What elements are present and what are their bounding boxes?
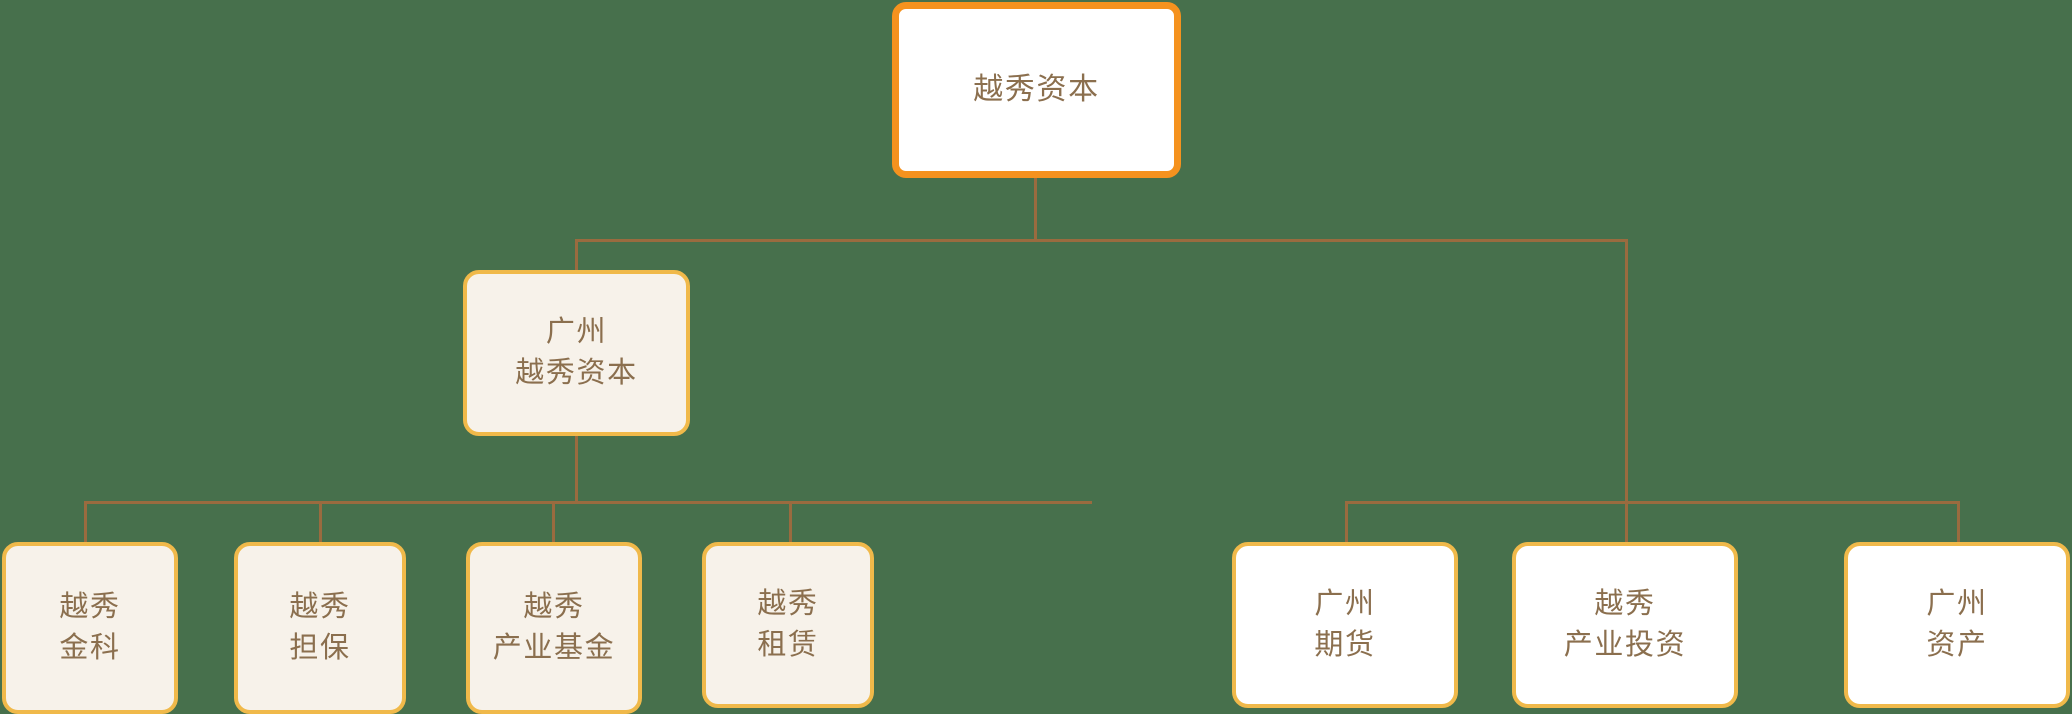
node-label-line: 广州: [1926, 587, 1988, 620]
node-yuexiu-jinke[interactable]: 越秀 金科: [2, 542, 178, 714]
node-label-line: 广州: [1314, 587, 1376, 620]
connector-left-bus: [84, 501, 1092, 504]
node-label-line: 越秀: [59, 590, 121, 623]
node-guangzhou-yuexiu-capital[interactable]: 广州 越秀资本: [463, 270, 690, 436]
node-label-line: 金科: [59, 632, 121, 664]
node-guangzhou-futures[interactable]: 广州 期货: [1232, 542, 1458, 708]
connector-drop-left-3: [552, 501, 555, 543]
node-label-line: 租赁: [757, 629, 819, 661]
connector-level2-stem: [575, 435, 578, 501]
connector-drop-left-2: [319, 501, 322, 543]
node-label-line: 越秀: [1594, 587, 1656, 620]
connector-drop-level2: [575, 239, 578, 271]
node-yuexiu-industrial-investment-box[interactable]: 越秀 产业投资: [1512, 542, 1738, 708]
connector-right-bus: [1345, 501, 1960, 504]
node-label-line: 越秀资本: [515, 357, 638, 389]
node-label-line: 资产: [1926, 629, 1988, 661]
connector-drop-right-1: [1345, 501, 1348, 543]
connector-drop-left-4: [789, 501, 792, 543]
node-label-line: 越秀资本: [973, 72, 1100, 106]
node-label-line: 产业基金: [492, 632, 616, 664]
connector-root-stem: [1034, 178, 1037, 239]
node-label-line: 越秀: [289, 590, 351, 623]
node-guangzhou-assets[interactable]: 广州 资产: [1844, 542, 2070, 708]
node-yuexiu-industry-fund[interactable]: 越秀 产业基金: [466, 542, 642, 714]
node-yuexiu-danbao[interactable]: 越秀 担保: [234, 542, 406, 714]
node-label-line: 担保: [289, 632, 351, 664]
connector-top-bus: [575, 239, 1628, 242]
connector-drop-left-1: [84, 501, 87, 543]
connector-drop-right-group: [1625, 239, 1628, 501]
node-yuexiu-leasing[interactable]: 越秀 租赁: [702, 542, 874, 708]
node-label-line: 越秀: [523, 590, 585, 623]
node-label-line: 越秀: [757, 587, 819, 620]
connector-drop-right-2: [1625, 501, 1628, 543]
node-root-yuexiu-capital[interactable]: 越秀资本: [892, 2, 1181, 178]
node-label-line: 广州: [545, 315, 608, 348]
node-label-line: 产业投资: [1563, 629, 1687, 661]
node-label-line: 期货: [1314, 629, 1376, 661]
connector-drop-right-3: [1957, 501, 1960, 543]
